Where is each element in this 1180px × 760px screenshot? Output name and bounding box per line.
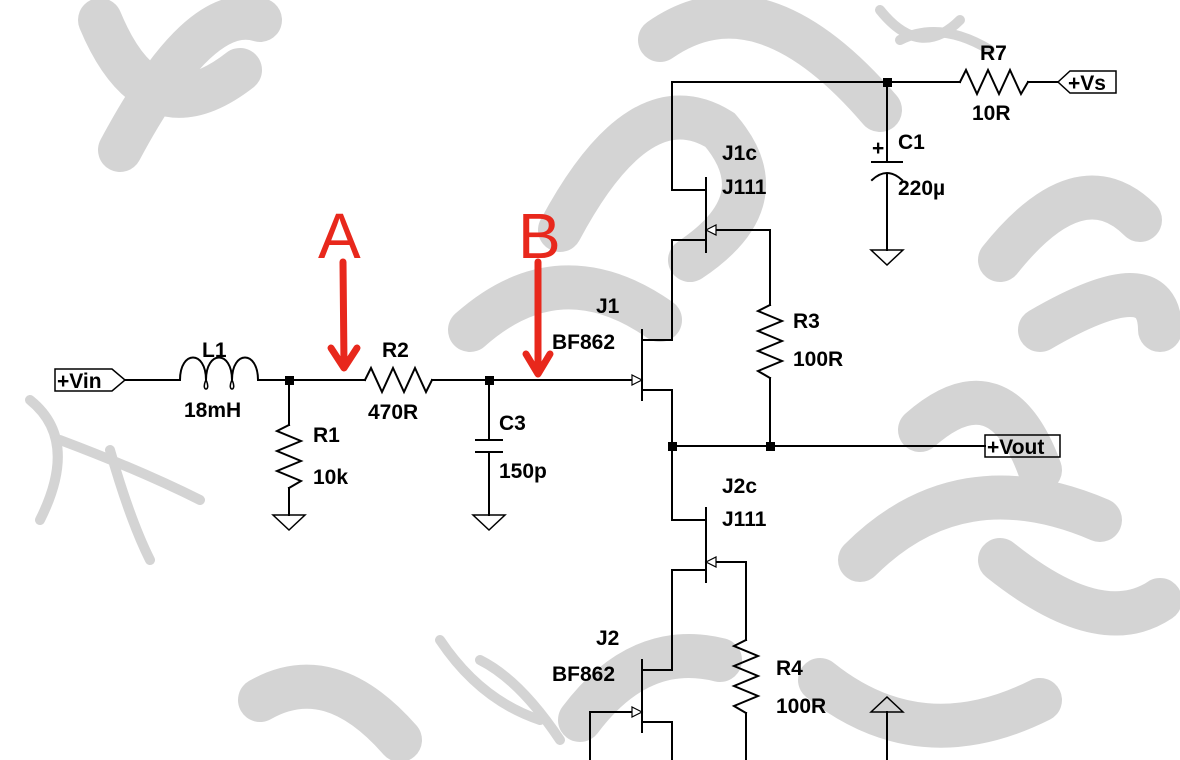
resistor-r2[interactable] bbox=[363, 365, 434, 395]
inductor-l1[interactable] bbox=[178, 356, 260, 390]
annotation-b: B bbox=[518, 200, 561, 378]
r3-name: R3 bbox=[793, 310, 820, 333]
l1-value: 18mH bbox=[184, 399, 241, 422]
j2-value: BF862 bbox=[552, 663, 615, 686]
j1c-value: J111 bbox=[722, 176, 767, 199]
watermark bbox=[25, 0, 1180, 760]
j2c-name: J2c bbox=[722, 475, 757, 498]
r7-name: R7 bbox=[980, 42, 1007, 65]
arrow-down-icon bbox=[522, 258, 554, 378]
annotation-a-letter: A bbox=[318, 200, 361, 272]
c1-name: C1 bbox=[898, 131, 925, 154]
r4-value: 100R bbox=[776, 695, 826, 718]
r1-value: 10k bbox=[313, 466, 348, 489]
port-vin-label: +Vin bbox=[57, 370, 102, 393]
jfet-j2c[interactable] bbox=[704, 507, 717, 583]
j2c-value: J111 bbox=[722, 508, 767, 531]
r7-value: 10R bbox=[972, 102, 1011, 125]
capacitor-c3[interactable] bbox=[475, 439, 503, 453]
capacitor-c1[interactable]: + bbox=[870, 137, 904, 182]
ground-symbols bbox=[271, 249, 905, 713]
r1-name: R1 bbox=[313, 424, 340, 447]
r2-value: 470R bbox=[368, 401, 418, 424]
resistor-r4[interactable] bbox=[731, 638, 761, 715]
r2-name: R2 bbox=[382, 339, 409, 362]
ground-icon bbox=[869, 249, 905, 267]
jfet-j1c[interactable] bbox=[704, 177, 717, 253]
j1-value: BF862 bbox=[552, 331, 615, 354]
junction-dots bbox=[285, 78, 892, 451]
port-vs-label: +Vs bbox=[1068, 72, 1106, 95]
c1-polarity-mark: + bbox=[872, 137, 884, 160]
arrow-down-icon bbox=[327, 258, 361, 372]
port-vout-label: +Vout bbox=[987, 436, 1044, 459]
resistor-r7[interactable] bbox=[958, 67, 1030, 97]
port-vout[interactable]: +Vout bbox=[984, 434, 1061, 459]
port-vin[interactable]: +Vin bbox=[54, 368, 127, 393]
j2-name: J2 bbox=[596, 627, 619, 650]
jfet-j2[interactable] bbox=[631, 659, 644, 733]
supply-icon bbox=[869, 695, 905, 713]
jfet-j1[interactable] bbox=[631, 329, 644, 401]
resistor-r3[interactable] bbox=[755, 303, 785, 380]
j1-name: J1 bbox=[596, 295, 620, 318]
wires bbox=[124, 81, 1059, 760]
r4-name: R4 bbox=[776, 657, 803, 680]
l1-name: L1 bbox=[202, 339, 227, 362]
resistor-r1[interactable] bbox=[274, 423, 304, 490]
annotation-a: A bbox=[318, 200, 361, 372]
r3-value: 100R bbox=[793, 348, 843, 371]
ground-icon bbox=[271, 514, 307, 532]
c1-value: 220µ bbox=[898, 177, 945, 200]
c3-name: C3 bbox=[499, 412, 526, 435]
j1c-name: J1c bbox=[722, 142, 757, 165]
c3-value: 150p bbox=[499, 460, 547, 483]
ground-icon bbox=[471, 514, 507, 532]
port-vs[interactable]: +Vs bbox=[1056, 70, 1117, 95]
